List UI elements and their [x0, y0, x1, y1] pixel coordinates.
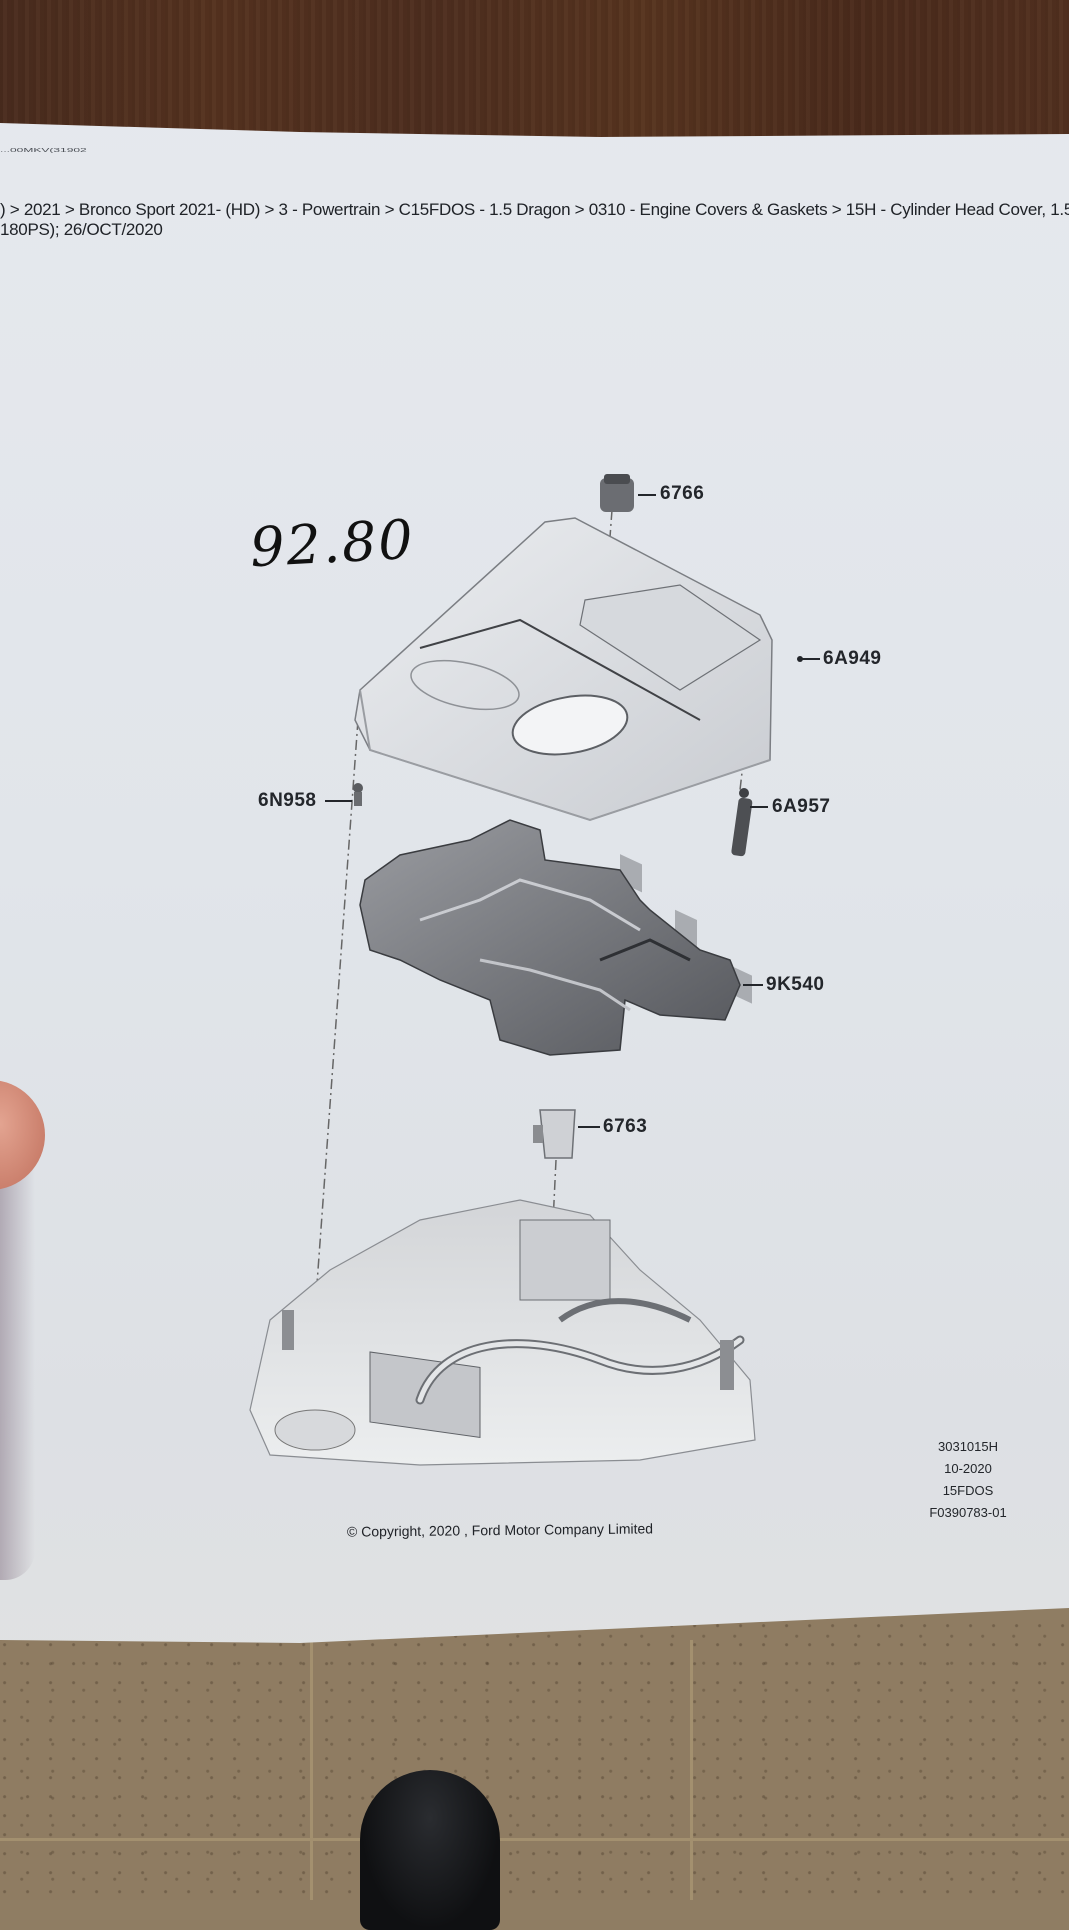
callout-6N958: 6N958 [258, 790, 317, 811]
ball-stud-part [353, 783, 363, 806]
breadcrumb-line-1: ) > 2021 > Bronco Sport 2021- (HD) > 3 -… [0, 200, 1069, 219]
callout-6A949: 6A949 [823, 648, 882, 669]
header-partial-text: ...00MKV(31902 [0, 147, 87, 154]
callout-leader [800, 658, 820, 660]
callout-leader [750, 806, 768, 808]
callout-leader [638, 494, 656, 496]
illustration-file-id: F0390783-01 [929, 1505, 1007, 1520]
tile-grout [310, 1640, 313, 1900]
filler-neck-part [533, 1109, 576, 1159]
callout-leader [325, 800, 352, 802]
callout-6A957: 6A957 [772, 796, 831, 817]
callout-9K540: 9K540 [766, 974, 825, 995]
callout-leader [743, 984, 763, 986]
breadcrumb-line-2: 180PS); 26/OCT/2020 [0, 220, 163, 239]
engine-cover-part [354, 517, 773, 1004]
tile-grout [690, 1640, 693, 1900]
shoe [360, 1770, 500, 1930]
copyright-notice: © Copyright, 2020 , Ford Motor Company L… [346, 1520, 654, 1540]
callout-6763: 6763 [603, 1116, 648, 1137]
illustration-number: 3031015H [938, 1439, 998, 1454]
tile-floor-background [0, 1620, 1069, 1900]
callout-6766: 6766 [660, 483, 705, 504]
hand-shadow [0, 1140, 35, 1580]
insulator-part [359, 819, 741, 1056]
callout-leader [578, 1126, 600, 1128]
illustration-engine-code: 15FDOS [942, 1483, 994, 1498]
stud-part [731, 788, 753, 857]
illustration-date: 10-2020 [944, 1461, 992, 1476]
oil-filler-cap-part [600, 474, 634, 512]
wooden-table-background [0, 0, 1069, 150]
engine-assembly-part [249, 1199, 756, 1466]
tile-grout [0, 1838, 1069, 1841]
